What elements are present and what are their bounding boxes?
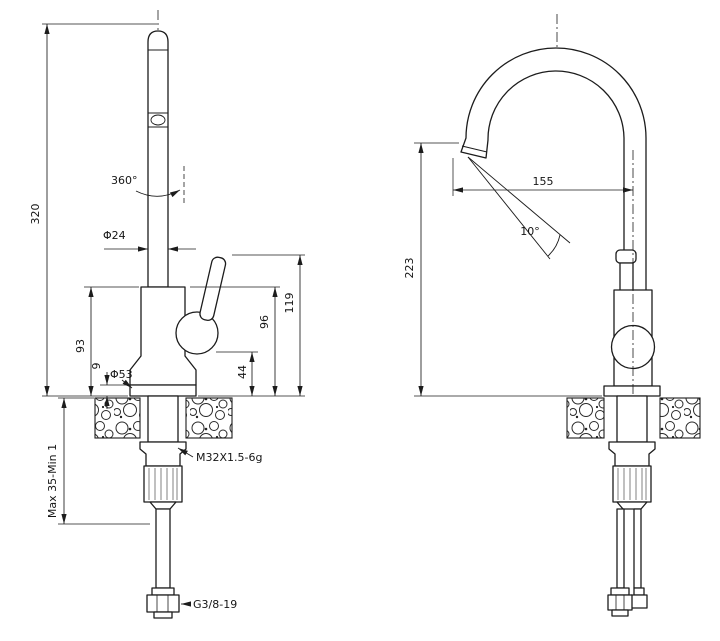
hose-collar-1 — [610, 587, 630, 596]
shank-taper — [149, 501, 177, 510]
swivel-angle-label: 360° — [111, 174, 138, 187]
counter-slab-left — [566, 397, 605, 439]
spray-angle-label: 10° — [520, 225, 540, 238]
spout-column — [147, 30, 169, 288]
shank-thread-callout: M32X1.5-6g — [177, 447, 262, 464]
undercounter-assembly-right — [607, 395, 656, 617]
faucet-side-view — [129, 10, 227, 397]
supply-tube-2 — [633, 508, 642, 589]
hose-hex-2 — [630, 594, 648, 609]
dim-overall-height: 320 — [29, 23, 157, 397]
lock-ring — [612, 465, 652, 503]
dim-spout-reach: 155 — [452, 158, 633, 196]
left-view: 320 93 9 Φ53 Φ24 360° — [29, 10, 305, 619]
dim-base-diameter: Φ53 — [110, 368, 133, 389]
lock-ring — [143, 465, 183, 503]
shank-taper — [616, 501, 648, 510]
handle-stem-front — [619, 262, 634, 292]
angle-arc — [547, 234, 561, 257]
threaded-shank — [616, 395, 648, 443]
swivel-annotation: 360° — [111, 166, 185, 206]
countertop-left-view — [94, 397, 233, 439]
dim-mounting-range: Max 35-Min 1 — [46, 397, 150, 525]
countertop-right-view — [566, 397, 701, 439]
knurl-lines — [148, 468, 178, 500]
dim-column-height: 93 — [74, 286, 139, 396]
hose-hex-nut — [146, 594, 180, 613]
dim-body-top-height: 96 — [258, 287, 278, 396]
nozzle-seam — [461, 145, 488, 153]
hex-facets — [615, 595, 625, 610]
mounting-nut — [139, 441, 187, 467]
faucet-front-view — [460, 14, 661, 398]
dim-handle-height: 119 — [283, 255, 303, 396]
handle-lever — [199, 256, 227, 321]
shank-thread-label: M32X1.5-6g — [196, 451, 262, 464]
counter-slab-left — [94, 397, 141, 439]
base-flange — [129, 384, 197, 397]
rotation-arrow — [135, 189, 181, 198]
dim-outlet-height-label: 223 — [403, 258, 416, 279]
dim-base-diameter-label: Φ53 — [110, 368, 133, 381]
hex-facets — [156, 595, 169, 612]
dim-spout-diameter: Φ24 — [103, 229, 196, 252]
dim-joint-height-label: 44 — [236, 365, 249, 379]
threaded-shank — [147, 395, 179, 443]
undercounter-assembly-left — [139, 395, 187, 619]
counter-slab-right — [185, 397, 233, 439]
dim-spout-diameter-label: Φ24 — [103, 229, 126, 242]
knurl-lines — [617, 468, 647, 500]
handle-ball-joint — [175, 311, 219, 355]
right-view: 155 223 10° — [403, 14, 701, 617]
hose-thread-label: G3/8-19 — [193, 598, 237, 611]
supply-tube — [155, 508, 171, 589]
base-flange-front — [603, 385, 661, 397]
hose-tip — [611, 609, 629, 617]
hose-collar-2 — [633, 587, 645, 596]
spray-angle-annotation: 10° — [467, 156, 571, 260]
dim-joint-height: 44 — [236, 352, 255, 396]
counter-slab-right — [659, 397, 701, 439]
hose-thread-callout: G3/8-19 — [181, 598, 237, 611]
supply-tube-1 — [616, 508, 625, 589]
dim-column-height-label: 93 — [74, 339, 87, 353]
dim-spout-reach-label: 155 — [533, 175, 554, 188]
hose-collar — [151, 587, 175, 596]
dim-body-top-height-label: 96 — [258, 315, 271, 329]
dim-handle-height-label: 119 — [283, 293, 296, 314]
hose-hex-1 — [607, 594, 633, 611]
dim-mounting-range-label: Max 35-Min 1 — [46, 444, 59, 518]
mounting-nut — [608, 441, 656, 467]
dim-overall-height-label: 320 — [29, 204, 42, 225]
hose-tip — [153, 611, 173, 619]
dim-outlet-height: 223 — [403, 142, 602, 397]
dim-base-thickness-label: 9 — [90, 363, 103, 370]
aerator-band — [148, 112, 168, 128]
